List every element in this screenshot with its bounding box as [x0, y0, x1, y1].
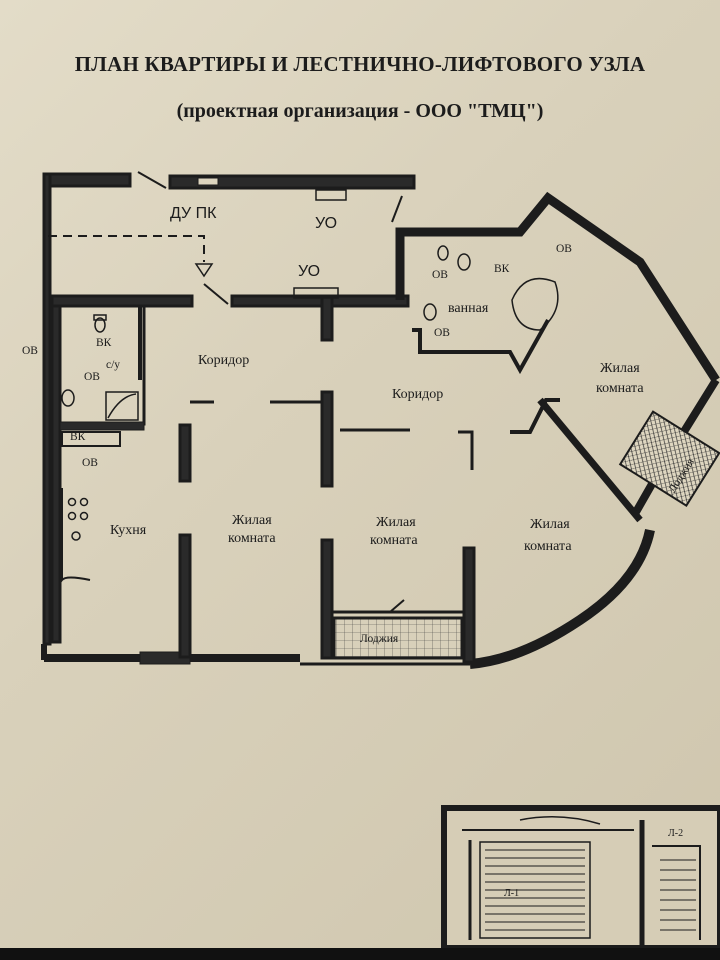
shower-wc	[105, 391, 139, 421]
label-living-1b: комната	[228, 531, 276, 546]
label-ov-4: ОВ	[432, 269, 448, 281]
label-wc: с/у	[106, 359, 120, 371]
wall-left-outer	[42, 172, 52, 646]
stove-burner	[67, 497, 77, 507]
outer-walls	[41, 171, 720, 669]
label-corridor-right: Коридор	[392, 387, 443, 402]
loggia-bottom	[332, 616, 464, 660]
toilet-bathroom	[437, 245, 449, 261]
wall-kitchen-living	[178, 533, 192, 659]
label-living-3b: комната	[524, 539, 572, 554]
label-uo-top: УО	[315, 215, 337, 232]
wc-block	[58, 304, 146, 426]
plan-title: ПЛАН КВАРТИРЫ И ЛЕСТНИЧНО-ЛИФТОВОГО УЗЛА	[74, 52, 646, 76]
label-living-4a: Жилая	[600, 361, 640, 376]
photo-shadow	[0, 948, 720, 960]
label-du-pk: ДУ ПК	[170, 205, 217, 222]
label-corridor-left: Коридор	[198, 353, 249, 368]
wall-corridor-mid	[230, 294, 410, 308]
label-loggia-bottom: Лоджия	[360, 633, 399, 645]
label-l2: Л-2	[668, 828, 683, 839]
label-uo-mid: УО	[298, 263, 320, 280]
wall-living2-living3	[462, 546, 476, 664]
label-l1: Л-1	[504, 888, 519, 899]
sink-wc	[61, 389, 75, 407]
wall-living1-living2	[320, 390, 334, 488]
label-living-1a: Жилая	[232, 513, 272, 528]
label-living-3a: Жилая	[530, 517, 570, 532]
label-vk-1: ВК	[96, 337, 112, 349]
label-ov-3: ОВ	[82, 457, 98, 469]
dashed-path	[48, 235, 205, 262]
plan-subtitle: (проектная организация - ООО "ТМЦ")	[176, 100, 544, 122]
label-living-2a: Жилая	[376, 515, 416, 530]
wall-top-lift	[168, 174, 416, 190]
label-ov-1: ОВ	[22, 345, 38, 357]
label-vk-3: ВК	[494, 263, 510, 275]
label-kitchen: Кухня	[110, 523, 147, 538]
label-vk-2: ВК	[70, 431, 86, 443]
label-ov-6: ОВ	[556, 243, 572, 255]
bathtub	[511, 277, 559, 331]
toilet-wc	[94, 317, 106, 333]
loggia-right	[618, 410, 720, 507]
wall-top-left	[42, 172, 132, 188]
label-living-4b: комната	[596, 381, 644, 396]
kitchen-counter	[61, 488, 91, 583]
wall-bathroom-top	[395, 191, 720, 383]
sink-bathroom	[423, 303, 437, 321]
label-ov-2: ОВ	[84, 371, 100, 383]
label-living-2b: комната	[370, 533, 418, 548]
stair-lift-node	[441, 805, 720, 951]
bidet-bathroom	[457, 253, 471, 271]
fixtures	[61, 245, 559, 541]
wall-bottom-curve	[469, 528, 655, 669]
label-ov-5: ОВ	[434, 327, 450, 339]
label-bathroom: ванная	[448, 301, 489, 316]
